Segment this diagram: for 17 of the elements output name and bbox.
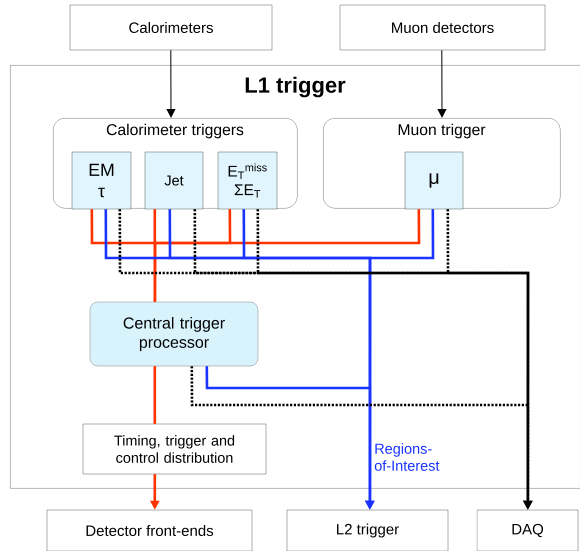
group-title: Muon trigger xyxy=(398,124,486,138)
trigger-box: E$_{T}$miss ΣE$_{T}$ xyxy=(218,152,278,210)
frame-title: L1 trigger xyxy=(246,76,346,98)
source-box: Calorimeters xyxy=(70,4,272,50)
connector xyxy=(154,209,420,302)
trigger-box: EM τ xyxy=(72,152,132,210)
distribution-box: Timing, trigger and control distribution xyxy=(82,424,266,474)
trigger-box: μ xyxy=(404,152,464,210)
output-box: DAQ xyxy=(476,510,578,551)
output-box: L2 trigger xyxy=(286,510,448,551)
trigger-box: Jet xyxy=(144,152,204,210)
processor-box: Central trigger processor xyxy=(90,302,258,366)
edge-label: Regions- of-Interest xyxy=(373,442,450,472)
source-box: Muon detectors xyxy=(340,4,546,50)
group-title: Calorimeter triggers xyxy=(106,124,244,138)
connector xyxy=(154,366,156,424)
output-box: Detector front-ends xyxy=(46,510,252,551)
